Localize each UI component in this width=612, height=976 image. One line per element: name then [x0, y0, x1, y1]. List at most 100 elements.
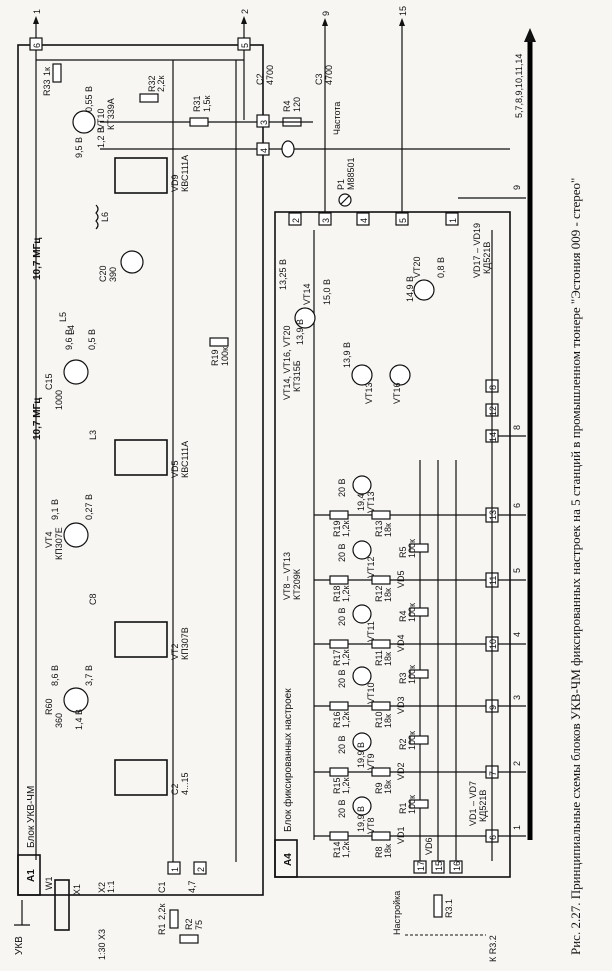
label-value: 18к [383, 780, 393, 794]
bus-label: 5,7,8,9,10,11,14 [514, 54, 524, 118]
label-value: 18к [383, 523, 393, 537]
svg-text:R2: R2 [184, 918, 194, 930]
a4-pin-17[interactable]: 17 [413, 860, 427, 874]
transistor-vt11-icon [352, 604, 372, 624]
svg-text:R31: R31 [192, 95, 202, 112]
svg-text:4,7: 4,7 [187, 880, 197, 893]
tuning-label: Настройка [392, 891, 402, 935]
svg-text:3: 3 [512, 695, 522, 700]
svg-text:1: 1 [170, 867, 180, 872]
label-ref: VT10 [366, 682, 376, 704]
label-ref: R11 [374, 650, 384, 666]
label-ref: VD4 [396, 634, 406, 652]
out-15-label: 15 [398, 6, 408, 16]
bus-tap-2: 2 [498, 761, 526, 773]
label-value: 100к [407, 603, 417, 622]
svg-text:2: 2 [291, 218, 301, 223]
svg-text:360: 360 [54, 713, 64, 728]
a4-pin-15[interactable]: 15 [431, 860, 445, 874]
svg-text:10: 10 [488, 639, 498, 649]
bus-tap-8: 8 [498, 425, 526, 437]
label-value: 1,2к [341, 649, 351, 666]
svg-text:5: 5 [240, 43, 250, 48]
capacitor-c1-input: C1 4,7 [157, 880, 197, 893]
svg-text:VD5: VD5 [170, 460, 180, 478]
freq-label-1: 10,7 МГц [32, 237, 43, 280]
voltage-label: 0,5 В [87, 329, 97, 350]
block-a1-title: Блок УКВ-ЧМ [26, 786, 37, 848]
label-ref: R2 [398, 738, 408, 750]
voltage-label: 0,27 В [84, 494, 94, 520]
a1-pin-6[interactable]: 6 [29, 37, 43, 51]
svg-text:6: 6 [32, 43, 42, 48]
svg-text:P1: P1 [336, 179, 346, 190]
a1-pin-2[interactable]: 2 [193, 861, 207, 875]
figure-caption: Рис. 2.27. Принципиальные схемы блоков У… [568, 178, 583, 955]
resistor-r10 [371, 701, 391, 711]
label-ref: VT11 [366, 621, 376, 642]
label-ref: R13 [374, 520, 384, 537]
label-ref: R3 [398, 672, 408, 684]
svg-text:R1: R1 [157, 923, 167, 935]
voltage-a4: 13,25 В [278, 259, 288, 290]
svg-text:8: 8 [488, 385, 498, 390]
voltage-a4: 0,8 В [436, 257, 446, 278]
label-value: 1,2к [341, 841, 351, 858]
resistor-r1-input: R12,2к [157, 903, 179, 935]
svg-text:VT20: VT20 [412, 256, 422, 278]
svg-text:C8: C8 [88, 593, 98, 605]
label-ref: R10 [374, 711, 384, 728]
svg-text:C20: C20 [98, 265, 108, 282]
a1-pin-1[interactable]: 1 [167, 861, 181, 875]
transistor-vt8-icon [352, 796, 372, 816]
svg-text:L4: L4 [66, 325, 76, 335]
bus-tap-3: 3 [498, 695, 526, 707]
svg-text:75: 75 [194, 920, 204, 930]
svg-text:C2: C2 [170, 783, 180, 795]
svg-text:3: 3 [321, 218, 331, 223]
resistor-r17 [329, 639, 349, 649]
a4-pin-5[interactable]: 5 [395, 212, 409, 226]
resistor-r9 [371, 767, 391, 777]
a1-pin-3[interactable]: 3 [256, 114, 270, 128]
label-value: 1,2к [341, 711, 351, 728]
voltage-label: 8,6 В [50, 665, 60, 686]
voltage-label: 20 В [337, 478, 347, 497]
svg-text:3: 3 [259, 120, 269, 125]
a4-pin-2[interactable]: 2 [288, 212, 302, 226]
a4-pin-4[interactable]: 4 [356, 212, 370, 226]
svg-text:R32: R32 [147, 75, 157, 92]
svg-text:C1: C1 [157, 881, 167, 893]
a4-pin-16[interactable]: 16 [449, 860, 463, 874]
svg-text:5: 5 [512, 568, 522, 573]
svg-text:КП307В: КП307В [180, 627, 190, 660]
resistor-r12 [371, 575, 391, 585]
svg-text:КВС111А: КВС111А [180, 155, 190, 192]
resistor-r11 [371, 639, 391, 649]
label-ref: VT12 [366, 556, 376, 578]
svg-text:УКВ: УКВ [14, 936, 25, 955]
label-value: 18к [383, 652, 393, 666]
a4-pin-3[interactable]: 3 [318, 212, 332, 226]
svg-text:L3: L3 [88, 430, 98, 440]
svg-text:2: 2 [196, 867, 206, 872]
note-vd1-refs: VD1 – VD7 [468, 781, 478, 826]
out-9-label: 9 [321, 11, 331, 16]
label-value: 100к [407, 539, 417, 558]
tuning-pot-r3-1[interactable]: R3.1 [433, 894, 454, 918]
label-value: 1,2к [341, 520, 351, 537]
svg-text:VT14: VT14 [302, 283, 312, 305]
label-value: 100к [407, 665, 417, 684]
svg-text:2: 2 [512, 761, 522, 766]
a4-pin-1[interactable]: 1 [445, 212, 459, 226]
connector-w1[interactable]: W1 [44, 877, 70, 931]
voltage-label: 1,2 В [96, 127, 106, 148]
resistor-r15 [329, 767, 349, 777]
a1-pin-5[interactable]: 5 [237, 37, 251, 51]
svg-text:100к: 100к [220, 347, 230, 366]
a1-pin-4[interactable]: 4 [256, 142, 270, 156]
